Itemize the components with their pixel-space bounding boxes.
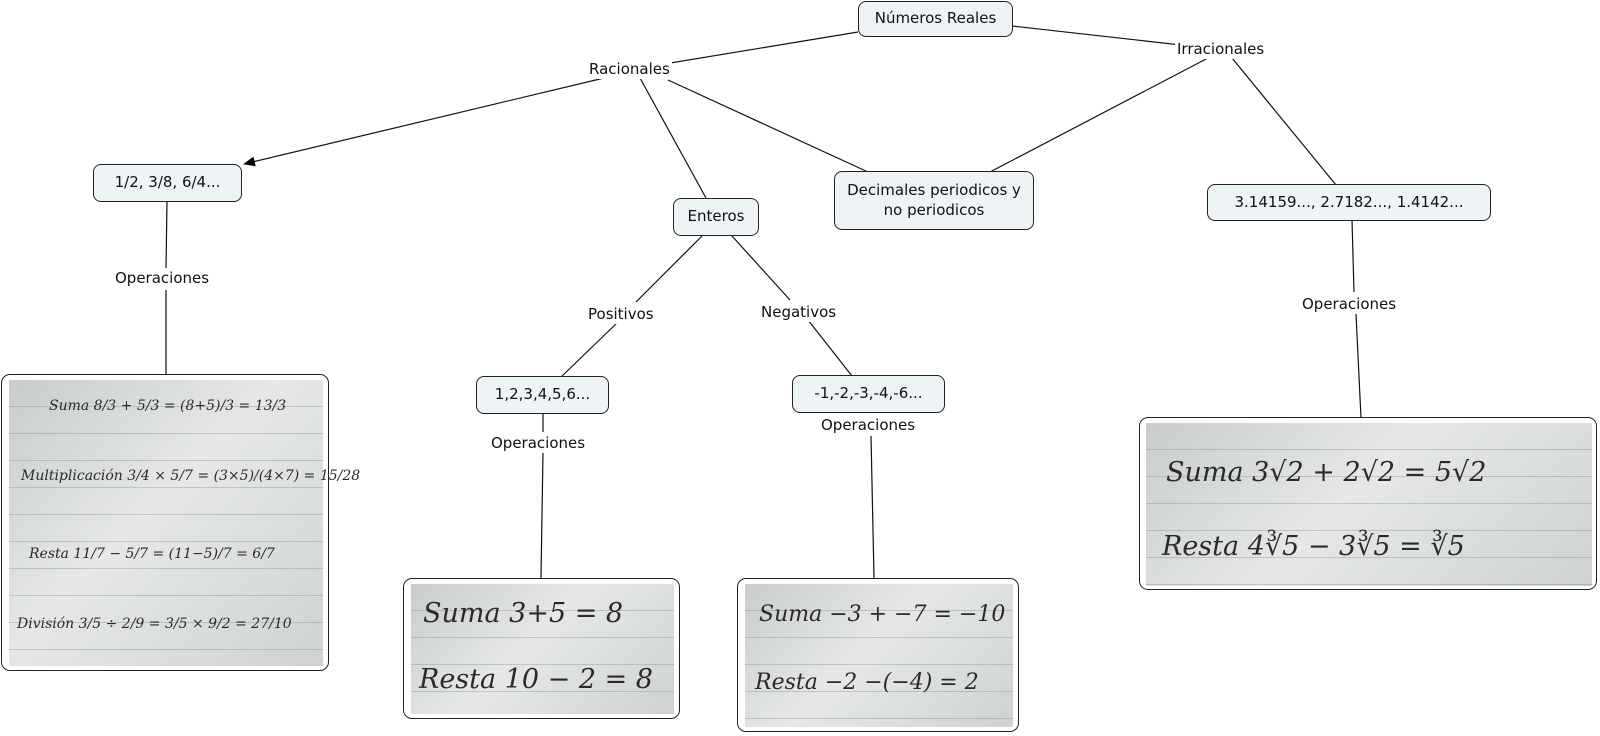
negative-sum: Suma −3 + −7 = −10 bbox=[759, 602, 1006, 627]
irrational-sum: Suma 3√2 + 2√2 = 5√2 bbox=[1166, 457, 1487, 488]
node-numeros-reales[interactable]: Números Reales bbox=[858, 1, 1013, 37]
fractions-operations-image: Suma 8/3 + 5/3 = (8+5)/3 = 13/3 Multipli… bbox=[1, 374, 360, 671]
handwritten-photo: Suma 3√2 + 2√2 = 5√2 Resta 4∛5 − 3∛5 = ∛… bbox=[1146, 423, 1592, 586]
link-racionales-decimales bbox=[667, 79, 869, 173]
positive-sum: Suma 3+5 = 8 bbox=[423, 598, 624, 629]
link-operaciones-negatives-image bbox=[870, 435, 875, 579]
link-label-operaciones-negatives: Operaciones bbox=[819, 415, 918, 435]
negative-subtraction: Resta −2 −(−4) = 2 bbox=[755, 670, 979, 695]
link-label-operaciones-positives: Operaciones bbox=[489, 433, 588, 453]
link-label-operaciones-fractions: Operaciones bbox=[113, 268, 212, 288]
link-label-positivos: Positivos bbox=[586, 304, 656, 324]
node-fractions[interactable]: 1/2, 3/8, 6/4... bbox=[93, 164, 242, 202]
link-enteros-positivos bbox=[635, 235, 703, 303]
irrational-operations-image: Suma 3√2 + 2√2 = 5√2 Resta 4∛5 − 3∛5 = ∛… bbox=[1139, 417, 1597, 590]
link-root-racionales bbox=[639, 31, 859, 69]
positive-subtraction: Resta 10 − 2 = 8 bbox=[419, 664, 653, 695]
node-irrational-examples[interactable]: 3.14159..., 2.7182..., 1.4142... bbox=[1207, 184, 1491, 221]
link-irracionales-decimales bbox=[989, 57, 1209, 173]
positives-operations-image: Suma 3+5 = 8 Resta 10 − 2 = 8 bbox=[403, 578, 680, 719]
link-enteros-negativos bbox=[731, 235, 791, 301]
link-racionales-enteros bbox=[639, 77, 707, 199]
fraction-subtraction: Resta 11/7 − 5/7 = (11−5)/7 = 6/7 bbox=[29, 546, 275, 562]
link-label-negativos: Negativos bbox=[759, 302, 839, 322]
link-irracionales-examples bbox=[1231, 57, 1337, 186]
fraction-sum: Suma 8/3 + 5/3 = (8+5)/3 = 13/3 bbox=[49, 398, 287, 414]
handwritten-photo: Suma 8/3 + 5/3 = (8+5)/3 = 13/3 Multipli… bbox=[9, 380, 360, 666]
node-enteros[interactable]: Enteros bbox=[673, 198, 759, 236]
link-negativos-node bbox=[807, 319, 853, 377]
irrational-subtraction: Resta 4∛5 − 3∛5 = ∛5 bbox=[1162, 531, 1465, 562]
link-root-irracionales bbox=[1011, 25, 1191, 47]
node-decimales[interactable]: Decimales periodicos y no periodicos bbox=[834, 171, 1034, 230]
link-racionales-fractions bbox=[243, 77, 605, 167]
fraction-division: División 3/5 ÷ 2/9 = 3/5 × 9/2 = 27/10 bbox=[17, 616, 292, 632]
negatives-operations-image: Suma −3 + −7 = −10 Resta −2 −(−4) = 2 bbox=[737, 578, 1019, 732]
link-label-operaciones-irrational: Operaciones bbox=[1300, 294, 1399, 314]
link-irrational-operaciones bbox=[1351, 219, 1355, 293]
link-label-irracionales: Irracionales bbox=[1175, 39, 1267, 59]
link-positivos-node bbox=[559, 321, 619, 379]
handwritten-photo: Suma 3+5 = 8 Resta 10 − 2 = 8 bbox=[411, 584, 674, 714]
link-operaciones-irrational-image bbox=[1355, 313, 1362, 419]
node-negatives[interactable]: -1,-2,-3,-4,-6... bbox=[792, 375, 945, 413]
fraction-multiplication: Multiplicación 3/4 × 5/7 = (3×5)/(4×7) =… bbox=[21, 468, 361, 484]
link-label-racionales: Racionales bbox=[587, 59, 672, 79]
handwritten-photo: Suma −3 + −7 = −10 Resta −2 −(−4) = 2 bbox=[745, 584, 1013, 727]
node-positives[interactable]: 1,2,3,4,5,6... bbox=[476, 376, 609, 414]
link-operaciones-positives-image bbox=[540, 451, 544, 579]
link-fractions-operaciones bbox=[165, 201, 168, 269]
